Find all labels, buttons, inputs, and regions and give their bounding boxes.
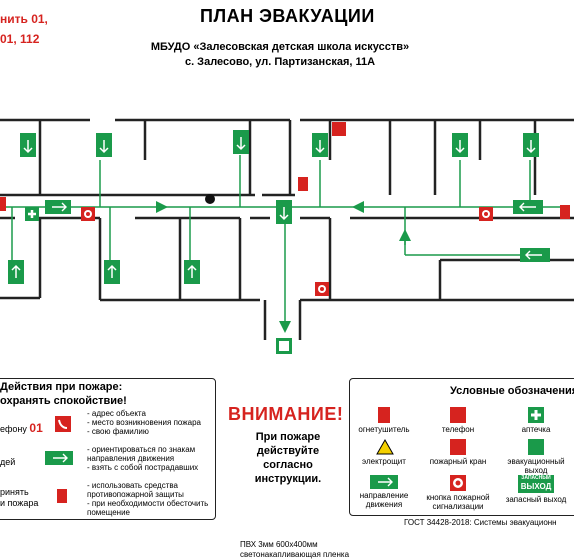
- evacuation-exit-icon: [528, 439, 544, 455]
- direction-arrow-icon: [45, 451, 73, 465]
- alarm-button-1: [81, 207, 95, 221]
- legend-panel: Условные обозначения огнетушитель телефо…: [349, 378, 574, 516]
- extinguisher-marker-2: [298, 177, 308, 191]
- call-label: ефону 01: [0, 421, 43, 435]
- exit-sign-8: [8, 260, 24, 284]
- exit-sign-11: [276, 338, 292, 354]
- exit-sign-horizontal-2: [513, 200, 543, 214]
- exit-sign-2: [96, 133, 112, 157]
- material-line1: ПВХ 3мм 600x400мм: [240, 540, 318, 549]
- fire-equipment: [0, 122, 570, 296]
- exit-sign-4: [312, 133, 328, 157]
- first-aid-icon: [528, 407, 544, 423]
- legend-label-extinguisher: огнетушитель: [358, 425, 410, 434]
- evacuation-route: [0, 155, 560, 333]
- exit-sign-5: [452, 133, 468, 157]
- organization-name: МБУДО «Залесовская детская школа искусст…: [150, 41, 410, 53]
- evacuate-items: - ориентироваться по знакам направления …: [87, 445, 199, 472]
- call-number: 01: [29, 421, 43, 435]
- alarm-button-3: [315, 282, 329, 296]
- legend-label-phone: телефон: [441, 425, 475, 434]
- extinguish-label: ринять и пожара: [0, 487, 39, 508]
- material-line2: светонакапливающая пленка: [240, 550, 350, 559]
- fire-hydrant-icon: [450, 439, 466, 455]
- exit-sign-horizontal-1: [45, 200, 71, 214]
- fire-alarm-button-icon: [450, 475, 466, 491]
- organization-address: с. Залесово, ул. Партизанская, 11А: [184, 56, 376, 68]
- exit-sign-10: [184, 260, 200, 284]
- extinguisher-marker-1: [0, 197, 6, 211]
- extinguisher-marker-3: [560, 205, 570, 219]
- actions-title-line1: Действия при пожаре:: [0, 381, 123, 393]
- exit-sign-7: [276, 200, 292, 224]
- legend-label-first-aid: аптечка: [521, 425, 551, 434]
- floor-plan: [0, 118, 574, 354]
- exit-sign-6: [523, 133, 539, 157]
- alarm-button-2: [479, 207, 493, 221]
- legend-label-alarm: кнопка пожарной сигнализации: [426, 493, 490, 511]
- phone-marker: [332, 122, 346, 136]
- legend-label-hydrant: пожарный кран: [429, 457, 487, 466]
- first-aid-marker: [25, 207, 39, 221]
- legend-title: Условные обозначения: [450, 385, 574, 397]
- electrical-panel-icon: [376, 438, 394, 460]
- evacuate-label: дей: [0, 457, 16, 467]
- warning-text: При пожаре действуйте согласно инструкци…: [254, 431, 322, 485]
- warning-title: ВНИМАНИЕ!: [228, 404, 344, 424]
- exit-sign-3: [233, 130, 249, 154]
- actions-panel: Действия при пожаре: охранять спокойстви…: [0, 378, 216, 520]
- legend-label-evac-exit: эвакуационный выход: [507, 457, 565, 475]
- call-items: - адрес объекта - место возникновения по…: [87, 409, 201, 436]
- emergency-number-line2: 01, 112: [0, 32, 40, 46]
- direction-arrow-icon: [370, 475, 398, 489]
- emergency-exit-icon: ЗАПАСНЫЙ ВЫХОД: [518, 475, 554, 493]
- exit-sign-horizontal-3: [520, 248, 550, 262]
- exit-signs: [8, 130, 539, 354]
- phone-icon: [450, 407, 466, 423]
- legend-label-direction: направление движения: [359, 491, 409, 509]
- exit-sign-9: [104, 260, 120, 284]
- emergency-number-line1: нить 01,: [0, 12, 48, 26]
- plan-title: ПЛАН ЭВАКУАЦИИ: [200, 6, 375, 26]
- legend-label-emergency-exit: запасный выход: [505, 495, 567, 504]
- legend-label-electrical: электрощит: [362, 457, 406, 466]
- actions-title-line2: охранять спокойствие!: [0, 395, 127, 407]
- extinguish-items: - использовать средства противопожарной …: [87, 481, 209, 517]
- extinguisher-icon: [57, 489, 67, 503]
- exit-sign-1: [20, 133, 36, 157]
- phone-icon: [55, 416, 71, 432]
- extinguisher-icon: [378, 407, 390, 423]
- you-are-here-marker: [205, 194, 215, 204]
- walls: [0, 118, 574, 340]
- gost-reference: ГОСТ 34428-2018: Системы эвакуационн: [404, 518, 557, 527]
